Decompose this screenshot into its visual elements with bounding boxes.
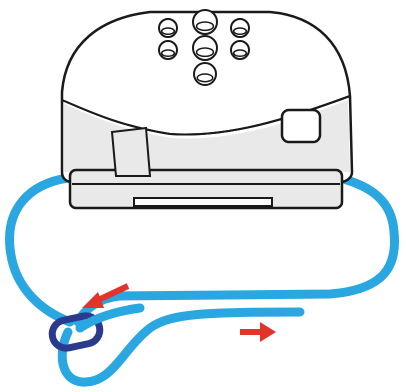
button-left <box>158 40 178 60</box>
device-side-button <box>280 108 322 144</box>
device-buttons <box>158 9 250 86</box>
device-clip <box>110 126 152 177</box>
strap-inner-pass <box>75 303 145 333</box>
button-top-center <box>192 9 218 35</box>
arrow-pull-right <box>240 322 276 342</box>
remote-control-device <box>60 10 354 210</box>
button-center <box>192 35 218 61</box>
cord-lock-stopper <box>48 312 104 352</box>
button-top-left <box>158 18 178 38</box>
button-top-right <box>230 18 250 38</box>
arrow-pull-left <box>82 283 130 308</box>
device-base-slot <box>133 197 273 207</box>
button-right <box>230 40 250 60</box>
button-bottom <box>193 62 217 86</box>
strap-outer-loop <box>5 173 75 327</box>
strap-lower-tail <box>57 307 305 387</box>
